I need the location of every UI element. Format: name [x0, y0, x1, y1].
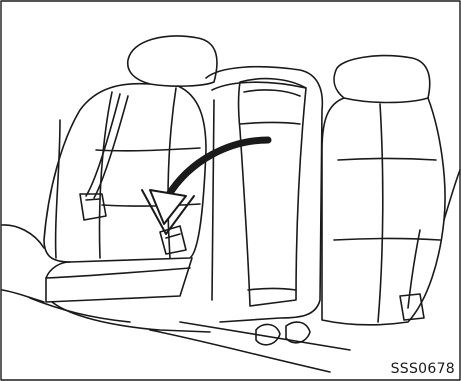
right-headrest: [334, 56, 430, 103]
left-seat-belt-buckle: [80, 194, 106, 220]
armrest: [239, 79, 307, 306]
figure-reference-code: SSS0678: [390, 361, 456, 377]
left-seat-cushion: [46, 258, 192, 302]
left-headrest: [128, 36, 217, 86]
right-seat-belt: [408, 230, 420, 308]
armrest-top-cushion: [240, 123, 300, 125]
